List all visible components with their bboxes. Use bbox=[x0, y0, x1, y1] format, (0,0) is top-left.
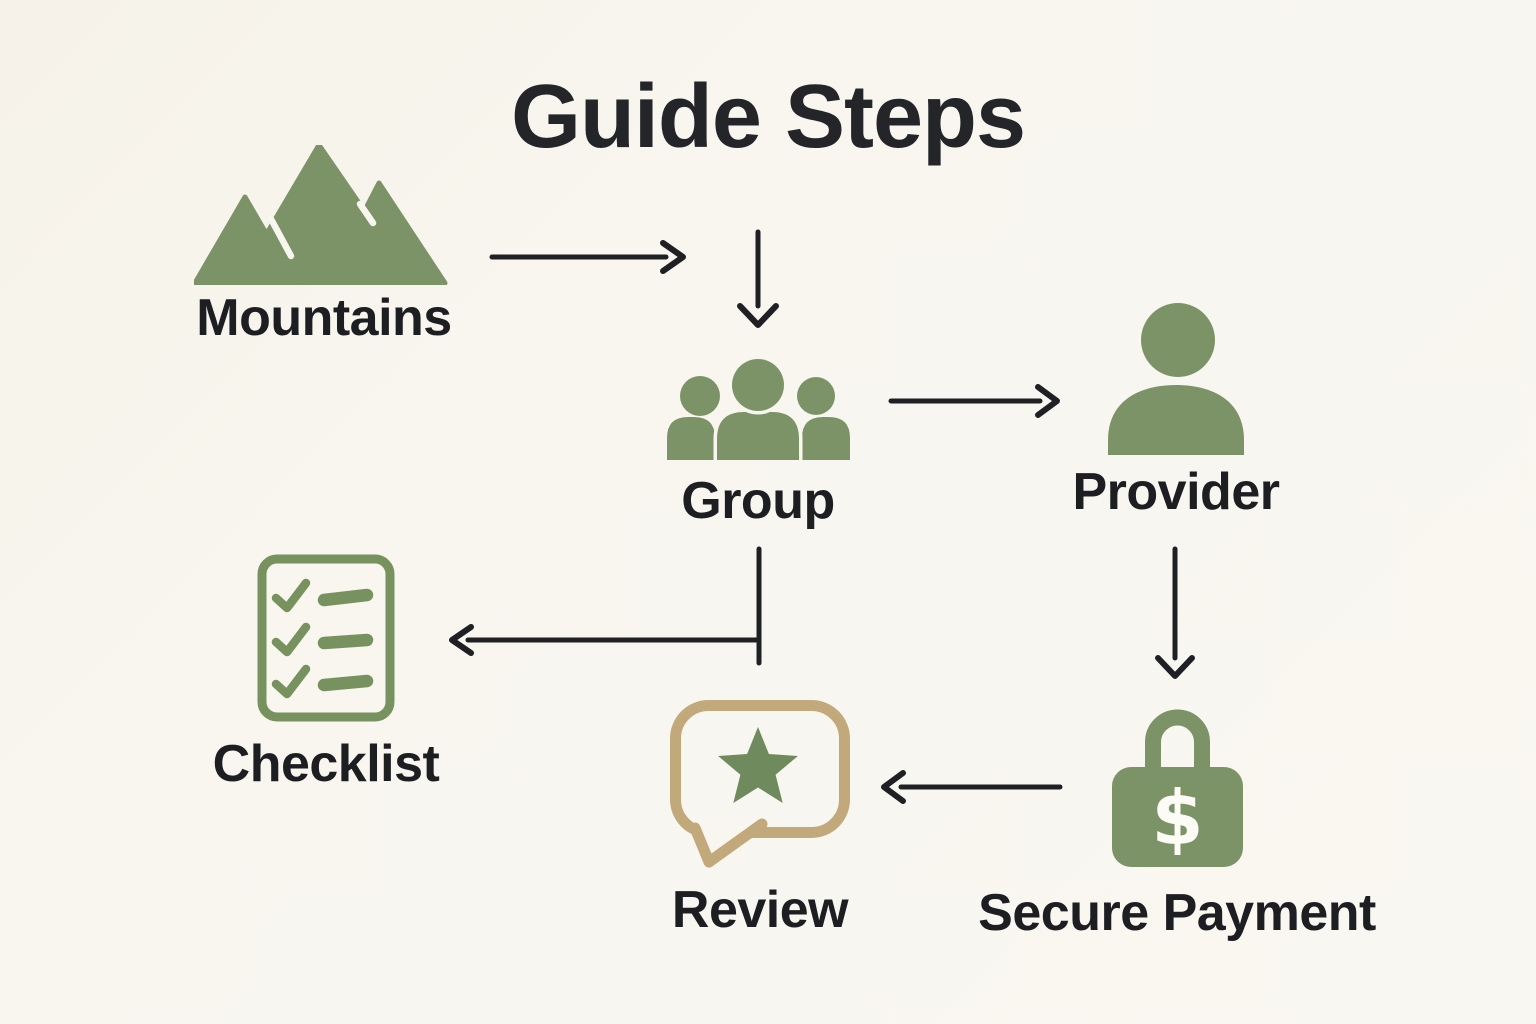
node-label-checklist: Checklist bbox=[212, 735, 440, 793]
arrow-title-to-group bbox=[737, 229, 779, 328]
page-title: Guide Steps bbox=[510, 67, 1026, 167]
node-label-review: Review bbox=[671, 881, 849, 939]
checklist-document-icon bbox=[257, 554, 395, 722]
arrow-group-to-checklist bbox=[449, 546, 762, 666]
node-review: Review bbox=[610, 698, 910, 938]
node-label-secure-payment: Secure Payment bbox=[978, 884, 1376, 942]
node-label-group: Group bbox=[681, 472, 835, 530]
node-checklist: Checklist bbox=[166, 553, 486, 792]
node-label-provider: Provider bbox=[1072, 463, 1280, 521]
provider-person-icon bbox=[1108, 303, 1244, 455]
mountains-icon bbox=[194, 145, 448, 285]
node-group: Group bbox=[608, 358, 908, 529]
node-secure-payment: $ Secure Payment bbox=[947, 703, 1407, 941]
group-people-icon bbox=[666, 358, 850, 460]
arrow-provider-to-secure-payment bbox=[1155, 546, 1195, 679]
node-label-mountains: Mountains bbox=[196, 289, 452, 347]
dollar-sign: $ bbox=[1151, 774, 1203, 862]
node-mountains: Mountains bbox=[114, 145, 534, 346]
node-provider: Provider bbox=[1016, 300, 1336, 520]
star-icon bbox=[717, 727, 798, 803]
review-speech-bubble-star-icon bbox=[669, 700, 850, 868]
padlock-dollar-icon: $ bbox=[1111, 709, 1243, 867]
